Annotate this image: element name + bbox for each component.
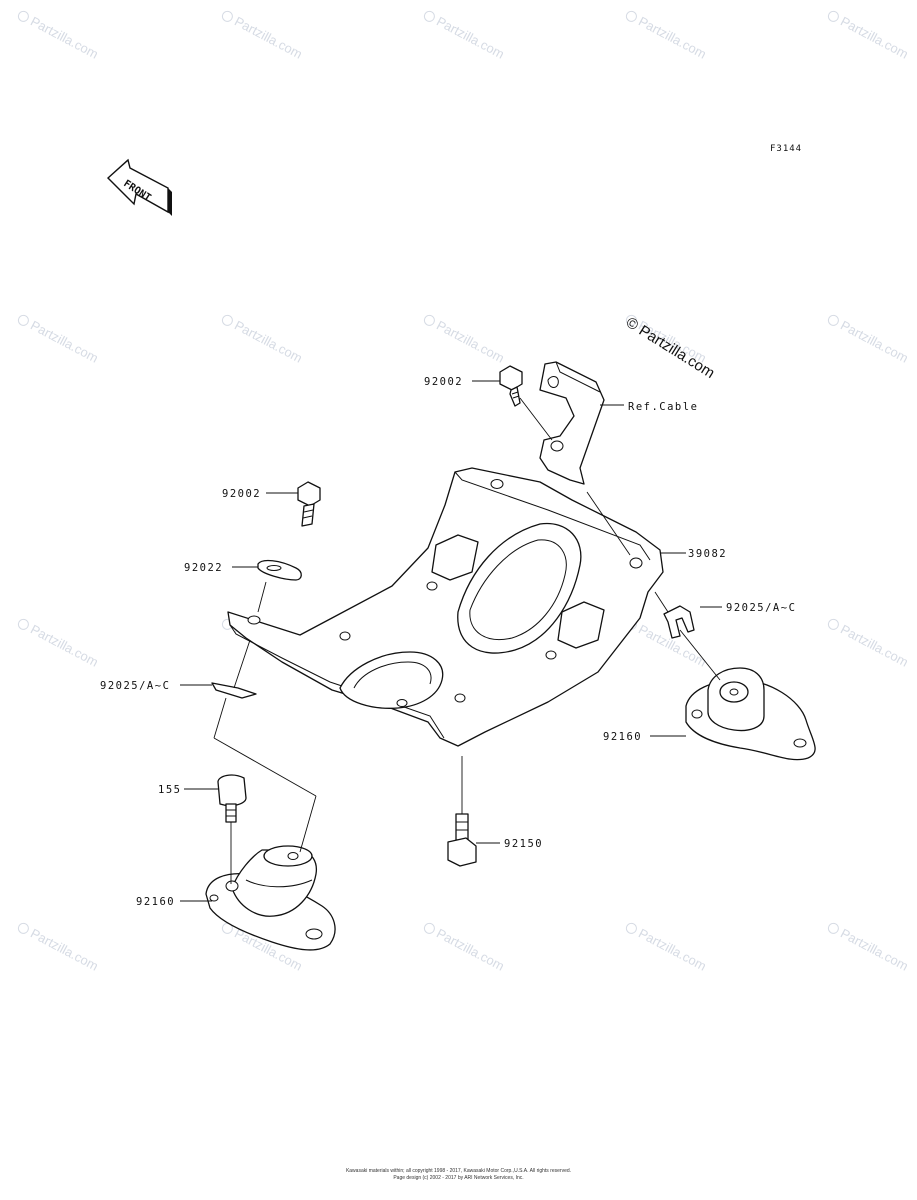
watermark-copyright-icon xyxy=(221,314,233,326)
callout-92025-right: 92025/A~C xyxy=(726,602,796,614)
watermark-tile: Partzilla.com xyxy=(17,10,101,62)
callout-92025-left: 92025/A~C xyxy=(100,680,170,692)
watermark-text: Partzilla.com xyxy=(636,926,709,974)
watermark-text: Partzilla.com xyxy=(838,622,911,670)
watermark-text: Partzilla.com xyxy=(434,926,507,974)
engine-plate-part xyxy=(227,467,664,747)
callout-92002-left: 92002 xyxy=(222,488,261,500)
watermark-tile: Partzilla.com xyxy=(625,922,709,974)
watermark-copyright-icon xyxy=(827,618,839,630)
watermark-tile: Partzilla.com xyxy=(827,922,911,974)
watermark-tile: Partzilla.com xyxy=(221,10,305,62)
watermark-tile: Partzilla.com xyxy=(625,10,709,62)
leader-lines xyxy=(180,380,722,902)
callout-labels: 92002 Ref.Cable 92002 39082 92022 92025/… xyxy=(100,376,796,908)
callout-92160-right: 92160 xyxy=(603,731,642,743)
bolt-left-part xyxy=(297,481,321,527)
callout-92002-top: 92002 xyxy=(424,376,463,388)
callout-ref-cable: Ref.Cable xyxy=(628,401,698,413)
watermark-text: Partzilla.com xyxy=(838,318,911,366)
watermark-tile: Partzilla.com xyxy=(827,10,911,62)
watermark-text: Partzilla.com xyxy=(28,318,101,366)
watermark-text: Partzilla.com xyxy=(838,14,911,62)
watermark-tile: Partzilla.com xyxy=(423,922,507,974)
copyright-footer-line1: Kawasaki materials within; all copyright… xyxy=(345,1168,572,1174)
watermark-text: Partzilla.com xyxy=(232,318,305,366)
watermark-tile: Partzilla.com xyxy=(827,618,911,670)
shim-left-part xyxy=(211,682,257,699)
figure-id: F3144 xyxy=(770,144,802,154)
watermark-tile: Partzilla.com xyxy=(221,314,305,366)
callout-92160-left: 92160 xyxy=(136,896,175,908)
cable-bracket-part xyxy=(539,361,605,485)
watermark-text: Partzilla.com xyxy=(636,14,709,62)
watermark-text: Partzilla.com xyxy=(232,14,305,62)
watermark-copyright-icon xyxy=(827,10,839,22)
shim-right-part xyxy=(663,605,695,639)
watermark-copyright-icon xyxy=(17,618,29,630)
watermark-copyright-icon xyxy=(17,10,29,22)
partzilla-copyright-watermark: © Partzilla.com xyxy=(623,314,718,382)
watermark-tile: Partzilla.com xyxy=(423,314,507,366)
watermark-text: Partzilla.com xyxy=(434,14,507,62)
bolt-top-part xyxy=(499,365,523,407)
engine-mount-left-part xyxy=(205,845,336,951)
watermark-copyright-icon xyxy=(423,314,435,326)
watermark-copyright-icon xyxy=(625,922,637,934)
stud-center-part xyxy=(447,813,477,867)
callout-92022: 92022 xyxy=(184,562,223,574)
engine-mount-right-part xyxy=(685,667,816,761)
watermark-tile: Partzilla.com xyxy=(17,314,101,366)
watermark-copyright-icon xyxy=(625,314,637,326)
watermark-text: Partzilla.com xyxy=(28,14,101,62)
watermark-copyright-icon xyxy=(221,10,233,22)
front-arrow-icon: FRONT xyxy=(106,158,172,216)
watermark-text: Partzilla.com xyxy=(838,926,911,974)
callout-155: 155 xyxy=(158,784,181,796)
callout-39082: 39082 xyxy=(688,548,727,560)
washer-part xyxy=(257,559,302,581)
watermark-copyright-icon xyxy=(423,10,435,22)
watermark-tile: Partzilla.com xyxy=(17,922,101,974)
watermark-copyright-icon xyxy=(827,922,839,934)
watermark-text: Partzilla.com xyxy=(28,622,101,670)
watermark-copyright-icon xyxy=(17,314,29,326)
watermark-copyright-icon xyxy=(625,10,637,22)
watermark-tile: Partzilla.com xyxy=(423,10,507,62)
callout-92150: 92150 xyxy=(504,838,543,850)
nut-left-part xyxy=(217,774,247,823)
watermark-copyright-icon xyxy=(17,922,29,934)
watermark-tile: Partzilla.com xyxy=(827,314,911,366)
watermark-copyright-icon xyxy=(827,314,839,326)
watermark-text: Partzilla.com xyxy=(28,926,101,974)
watermark-tile: Partzilla.com xyxy=(17,618,101,670)
watermark-text: Partzilla.com xyxy=(434,318,507,366)
copyright-footer-line2: Page design (c) 2002 - 2017 by ARI Netwo… xyxy=(393,1175,524,1181)
watermark-copyright-icon xyxy=(423,922,435,934)
